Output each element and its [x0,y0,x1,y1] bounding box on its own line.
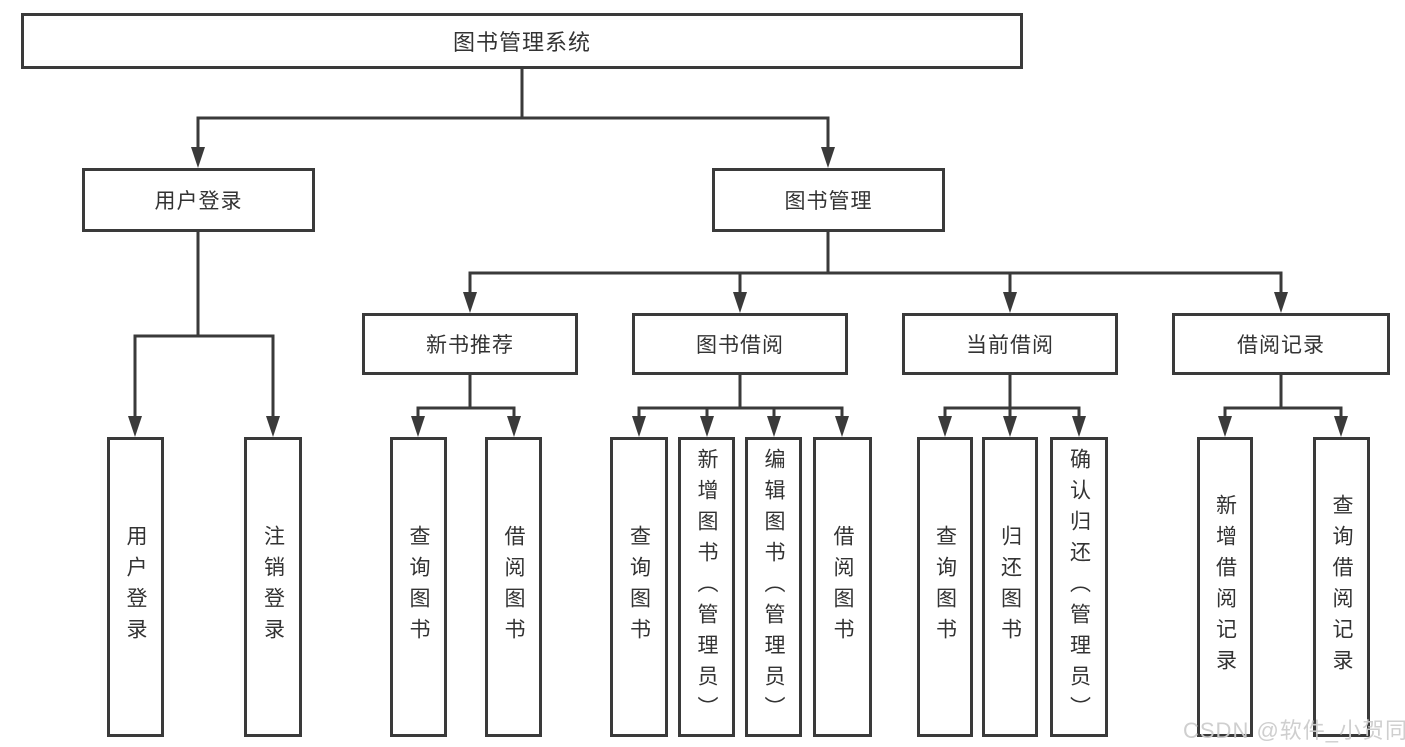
leaf-bb-edit-book-admin: 编辑图书（管理员） [745,437,802,737]
node-user-login: 用户登录 [82,168,315,232]
node-current-borrowing: 当前借阅 [902,313,1118,375]
leaf-cb-confirm-return-admin: 确认归还（管理员） [1050,437,1108,737]
leaf-bb-borrow-books: 借阅图书 [813,437,872,737]
node-library-management-system: 图书管理系统 [21,13,1023,69]
leaf-cb-return-books: 归还图书 [982,437,1038,737]
leaf-logout: 注销登录 [244,437,302,737]
leaf-bb-add-book-admin: 新增图书（管理员） [678,437,735,737]
leaf-nb-borrow-books: 借阅图书 [485,437,542,737]
node-borrowing-records: 借阅记录 [1172,313,1390,375]
node-book-borrowing: 图书借阅 [632,313,848,375]
watermark-text: CSDN @软件_小贺同学 [1183,718,1405,743]
leaf-bb-query-books: 查询图书 [610,437,668,737]
leaf-br-add-borrow-record: 新增借阅记录 [1197,437,1253,737]
leaf-user-login: 用户登录 [107,437,164,737]
node-new-book-recommendation: 新书推荐 [362,313,578,375]
leaf-br-query-borrow-record: 查询借阅记录 [1313,437,1370,737]
leaf-nb-query-books: 查询图书 [390,437,447,737]
leaf-cb-query-books: 查询图书 [917,437,973,737]
node-book-management: 图书管理 [712,168,945,232]
